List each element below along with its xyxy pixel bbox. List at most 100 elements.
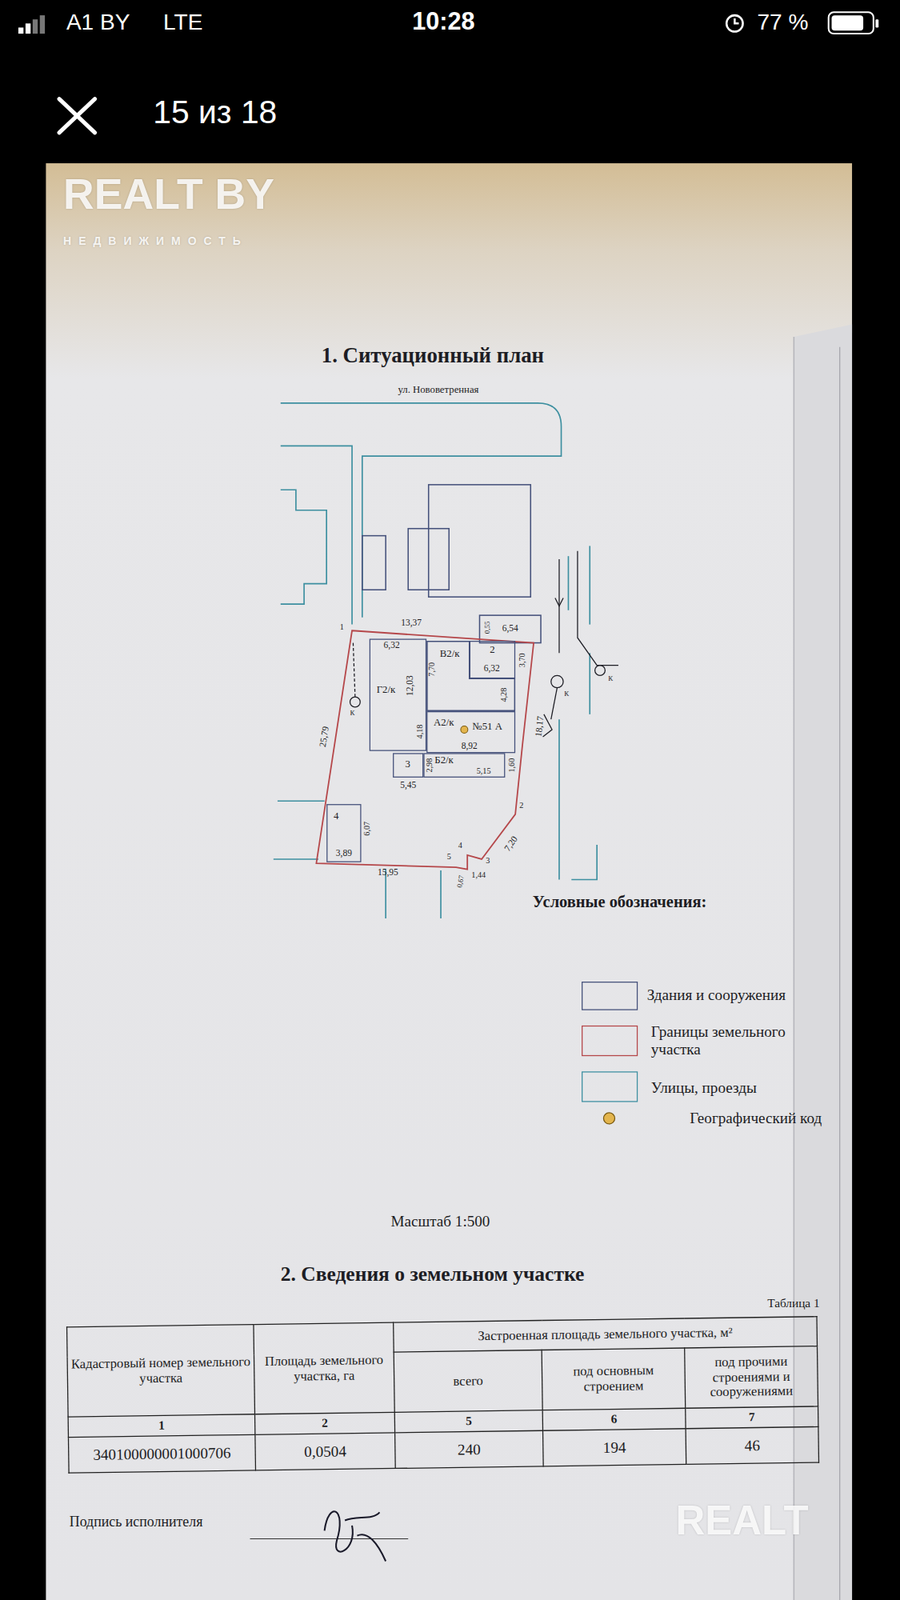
point-number: 1	[340, 623, 344, 632]
building-outline-path	[427, 641, 515, 711]
table-cell: 340100000001000706	[68, 1434, 256, 1473]
table-cell: под прочими строениями и сооружениями	[684, 1346, 819, 1409]
building-outline	[362, 536, 386, 591]
close-icon	[59, 99, 96, 133]
battery-percent: 77 %	[756, 11, 808, 34]
street-edge	[568, 556, 570, 611]
dimension-label: 0,67	[456, 875, 467, 889]
legend-text: Улицы, проезды	[651, 1079, 757, 1097]
watermark: REALT	[675, 1500, 808, 1541]
point-number: 3	[485, 856, 490, 865]
dimension-label: 5,15	[476, 767, 492, 776]
legend-swatch	[581, 1071, 638, 1102]
table-text: 1	[158, 1417, 165, 1432]
table-cell: 6	[542, 1408, 686, 1431]
table-cell: 194	[543, 1428, 687, 1467]
dimension-label: 7,70	[428, 662, 437, 677]
signature-caption: Подпись исполнителя	[69, 1515, 204, 1530]
clock-time: 10:28	[412, 8, 475, 34]
street-edge	[588, 545, 591, 624]
legend-heading: Условные обозначения:	[532, 893, 707, 910]
table-text: Кадастровый номер земельного участка	[71, 1353, 251, 1386]
paper	[45, 163, 852, 1600]
legend-swatch	[581, 981, 638, 1011]
building-outline: Г2/к	[369, 638, 427, 751]
signal-bar	[18, 27, 24, 34]
dimension-label: 1,60	[508, 758, 516, 773]
table-text: 0,0504	[304, 1442, 347, 1460]
dimension-label: 5,45	[400, 780, 416, 790]
table-cell: 46	[685, 1426, 819, 1464]
watermark: REALT BY	[63, 173, 275, 217]
street-edge	[571, 844, 597, 880]
well-symbol	[551, 675, 564, 688]
street-edge	[440, 870, 442, 919]
legend-text: Границы земельного участка	[651, 1023, 804, 1059]
dimension-label: 7,20	[503, 834, 520, 853]
dimension-label: 2,98	[425, 758, 434, 773]
building-label: Б2/к	[434, 755, 453, 766]
table-body: Кадастровый номер земельного участка Площ…	[67, 1316, 820, 1473]
table-text: 340100000001000706	[92, 1444, 231, 1463]
signal-icon	[18, 15, 45, 34]
alarm-face	[726, 15, 743, 32]
well-mark: К	[608, 675, 613, 683]
dimension-label: 8,92	[461, 741, 478, 751]
table-cell: Кадастровый номер земельного участка	[67, 1324, 256, 1417]
table-text: 6	[611, 1411, 618, 1426]
legend-text: Географический код	[689, 1110, 822, 1128]
close-stroke	[59, 99, 96, 133]
well-mark: К	[349, 710, 355, 718]
building-outline	[428, 484, 532, 597]
building-outline	[479, 615, 541, 643]
table-row: 3401000000010007060,050424019446	[68, 1426, 819, 1473]
page-edge	[793, 336, 796, 1600]
page-frame	[839, 347, 840, 1600]
next-page	[793, 324, 852, 1600]
building-label: В2/к	[440, 648, 460, 660]
signal-bar	[32, 19, 38, 34]
table-cell: Площадь земельного участка, га	[253, 1322, 395, 1415]
signal-bar	[25, 23, 31, 34]
table-cell: 7	[685, 1406, 819, 1429]
table-text: под основным строением	[572, 1362, 654, 1394]
alarm-hands	[734, 18, 739, 24]
street-lines	[273, 403, 597, 919]
street-edge	[280, 489, 327, 604]
carrier-name: A1 BY	[66, 11, 131, 34]
section-heading: 2. Сведения о земельном участке	[280, 1263, 585, 1284]
dimension-label: 6,32	[484, 664, 500, 673]
building-outline: Б2/к	[423, 752, 505, 778]
point-number: 4	[458, 841, 463, 850]
building-outline	[408, 528, 449, 591]
table-text: 7	[748, 1409, 756, 1424]
table-cell: 2	[255, 1412, 396, 1435]
data-table: Кадастровый номер земельного участка Площ…	[66, 1316, 820, 1474]
table-text: Площадь земельного участка, га	[264, 1352, 384, 1384]
signature-line	[249, 1538, 408, 1540]
dimension-label: 25,79	[318, 725, 331, 748]
point-number: 2	[519, 802, 524, 811]
utility-lines	[349, 551, 618, 737]
table-row: 12567	[68, 1406, 819, 1438]
table-text: Застроенная площадь земельного участка, …	[477, 1324, 733, 1344]
utility-line	[352, 640, 356, 697]
dimension-label: 6,07	[363, 821, 372, 836]
well-symbol	[349, 696, 360, 708]
well-symbol	[595, 665, 606, 676]
network-type: LTE	[163, 11, 203, 34]
legend-swatch	[603, 1112, 616, 1124]
building-label: Г2/к	[376, 684, 396, 696]
building-outline: В2/к	[426, 640, 516, 712]
building-label: А2/к	[433, 717, 454, 728]
dimension-label: 3,89	[336, 848, 352, 858]
utility-arrow	[555, 597, 564, 606]
dimension-label: 6,54	[502, 624, 519, 633]
dimension-label: 18,17	[534, 716, 546, 738]
building-label: 2	[489, 644, 495, 656]
street-edge	[588, 652, 591, 715]
legend-swatch	[581, 1025, 638, 1056]
street-name: ул. Нововетренная	[397, 384, 479, 396]
table-text: 2	[321, 1415, 328, 1430]
